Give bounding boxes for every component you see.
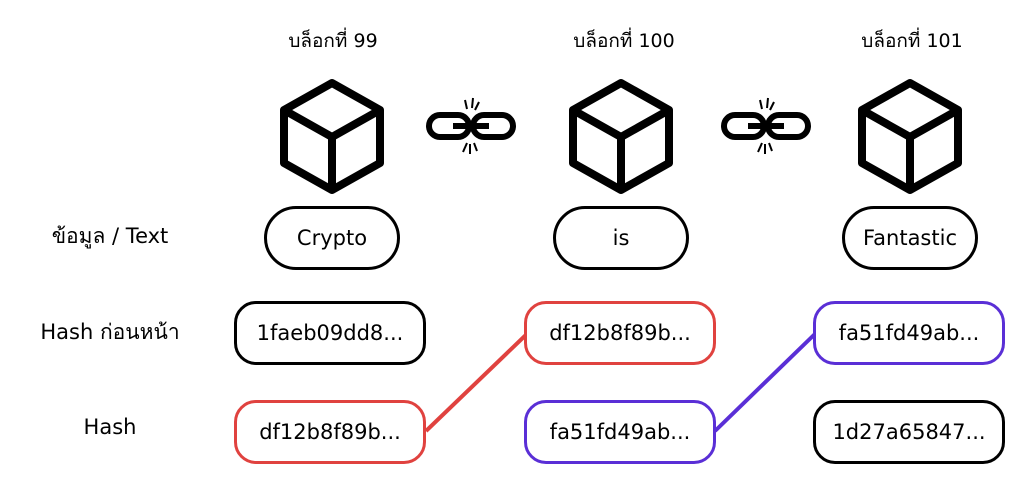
hash-link-line-1: [424, 329, 532, 433]
hash-link-line-2: [713, 329, 820, 433]
block-101-data: Fantastic: [842, 206, 978, 270]
block-101-prev-hash: fa51fd49ab...: [813, 301, 1005, 365]
block-99-data: Crypto: [264, 206, 400, 270]
block-99-title: บล็อกที่ 99: [288, 30, 378, 52]
row-label-hash: Hash: [83, 415, 137, 439]
block-99-hash: df12b8f89b...: [234, 400, 426, 464]
block-100-hash: fa51fd49ab...: [524, 400, 716, 464]
row-label-prev-hash: Hash ก่อนหน้า: [40, 320, 180, 344]
cube-icon: [569, 79, 673, 194]
block-100-prev-hash: df12b8f89b...: [524, 301, 716, 365]
chain-link-icon: [426, 97, 516, 154]
block-101-title: บล็อกที่ 101: [861, 30, 963, 52]
block-101-hash: 1d27a65847...: [813, 400, 1005, 464]
chain-link-icon: [721, 97, 811, 154]
cube-icon: [280, 79, 384, 194]
block-100-title: บล็อกที่ 100: [573, 30, 675, 52]
cube-icon: [858, 79, 962, 194]
block-99-prev-hash: 1faeb09dd8...: [234, 301, 426, 365]
row-label-data: ข้อมูล / Text: [51, 224, 169, 248]
block-100-data: is: [553, 206, 689, 270]
